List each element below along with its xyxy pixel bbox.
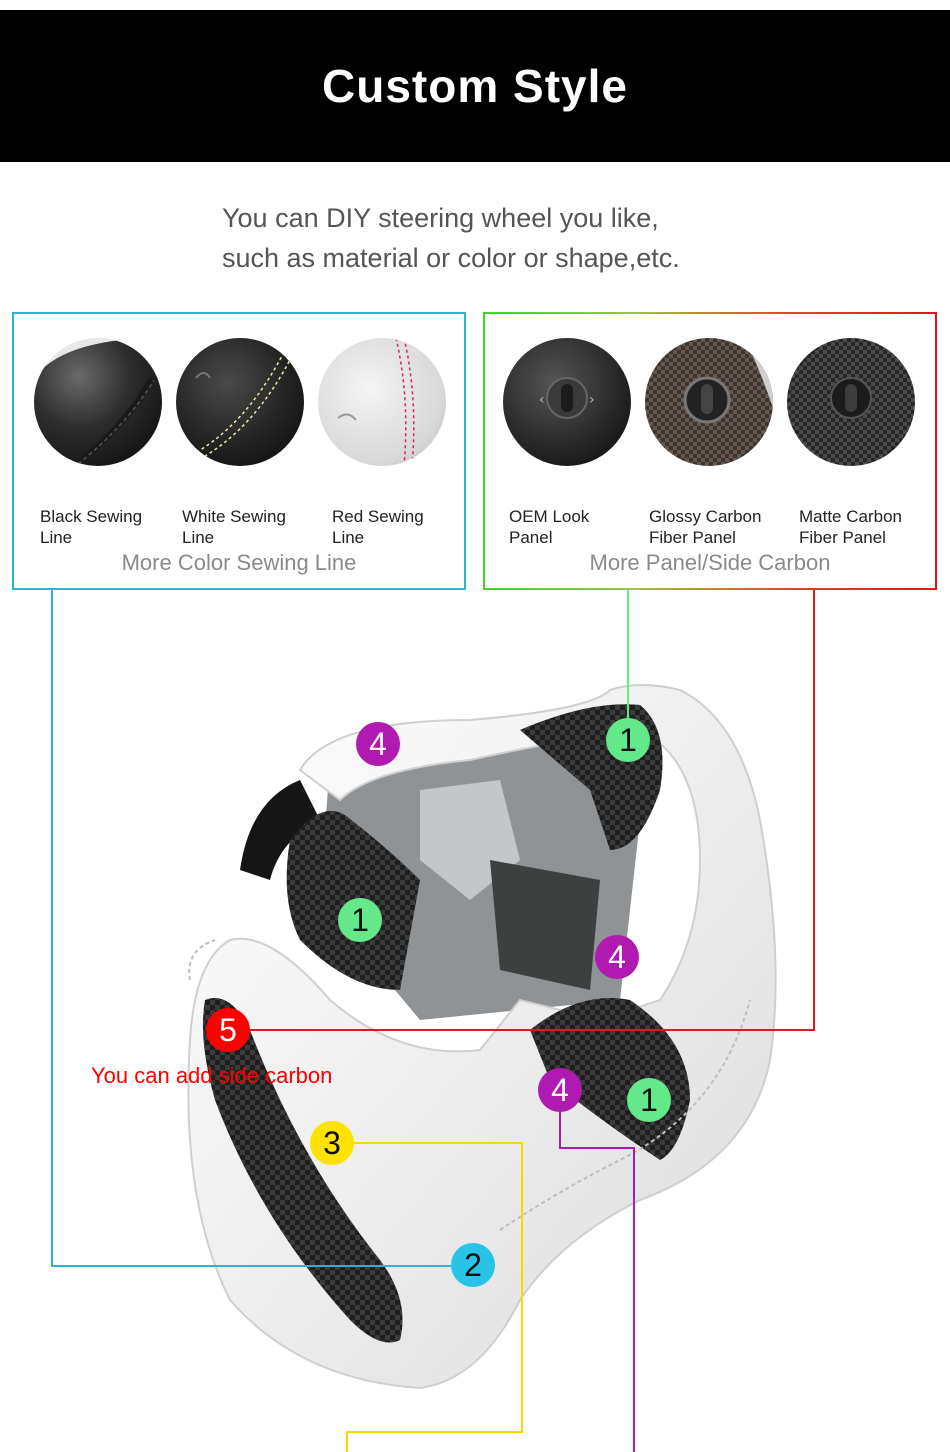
option-label-line-2: Fiber Panel — [799, 528, 886, 547]
option-label-line-2: Line — [182, 528, 215, 547]
page-title: Custom Style — [322, 60, 628, 112]
callout-marker-4: 4 — [356, 722, 400, 766]
option-label-line-1: Black Sewing — [40, 507, 143, 526]
option-label-line-1: White Sewing — [182, 507, 286, 526]
callout-marker-4: 4 — [538, 1068, 582, 1112]
callout-marker-5: 5 — [206, 1008, 250, 1052]
red-sewing-thumbnail — [318, 338, 446, 466]
option-label-line-2: Fiber Panel — [649, 528, 736, 547]
svg-text:‹: ‹ — [539, 392, 545, 408]
intro-line-1: You can DIY steering wheel you like, — [222, 203, 659, 233]
callout-marker-1: 1 — [338, 898, 382, 942]
carbon-panel-footer: More Panel/Side Carbon — [589, 550, 831, 575]
callout-marker-2: 2 — [451, 1243, 495, 1287]
callout-marker-1: 1 — [606, 718, 650, 762]
carbon-options-panel: ‹ › OEM Look Panel — [483, 312, 937, 590]
intro-line-2: such as material or color or shape,etc. — [222, 243, 680, 273]
callout-marker-1: 1 — [627, 1078, 671, 1122]
svg-text:›: › — [589, 392, 595, 408]
header-bar: Custom Style — [0, 10, 950, 162]
black-sewing-thumbnail — [34, 338, 162, 466]
option-label-line-2: Panel — [509, 528, 553, 547]
option-label-line-1: Red Sewing — [332, 507, 424, 526]
oem-panel-thumbnail: ‹ › — [503, 338, 631, 466]
option-label-line-1: Matte Carbon — [799, 507, 902, 526]
intro-text: You can DIY steering wheel you like, suc… — [222, 198, 842, 278]
top-strip — [0, 0, 950, 10]
side-carbon-note: You can add side carbon — [91, 1063, 333, 1088]
white-sewing-thumbnail — [176, 338, 304, 466]
option-label-line-1: OEM Look — [509, 507, 590, 526]
option-label-line-2: Line — [332, 528, 365, 547]
sewing-options-panel: Black Sewing Line White Sewing Line — [12, 312, 466, 590]
option-label-line-1: Glossy Carbon — [649, 507, 762, 526]
glossy-carbon-thumbnail — [645, 338, 773, 466]
option-label-line-2: Line — [40, 528, 73, 547]
sewing-panel-footer: More Color Sewing Line — [121, 550, 357, 575]
callout-marker-4: 4 — [595, 935, 639, 979]
matte-carbon-thumbnail — [787, 338, 915, 466]
callout-marker-3: 3 — [310, 1121, 354, 1165]
